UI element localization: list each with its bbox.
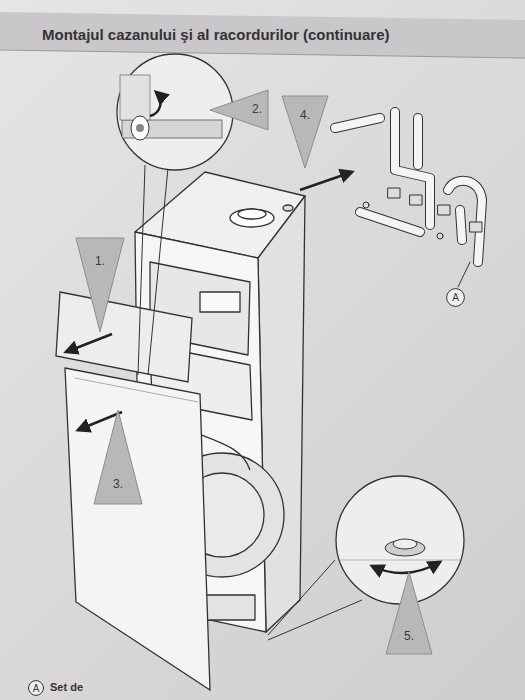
pointer-shape: [282, 96, 328, 168]
callout-number: 4.: [300, 109, 310, 122]
callout-letter: A: [28, 680, 44, 696]
connection-set: [335, 112, 482, 287]
panel-edge: [75, 378, 198, 402]
callout-pointer: 3.: [94, 410, 142, 504]
callout-pointer: 5.: [386, 572, 432, 654]
callout-number: 2.: [252, 103, 262, 116]
front-panel: [65, 368, 210, 690]
page-title: Montajul cazanului şi al racordurilor (c…: [42, 26, 390, 43]
callout-number: 1.: [95, 255, 105, 268]
callout-number: A: [33, 683, 40, 694]
title-rule: [0, 50, 525, 58]
callout-number: 3.: [113, 478, 123, 491]
move-arrows: [66, 172, 352, 430]
detail-circle: [268, 476, 464, 640]
detail-circle: [117, 54, 233, 375]
callout-pointer: 1.: [76, 238, 124, 332]
cover-panel: [56, 292, 192, 382]
callout-number: A: [452, 292, 459, 303]
legend-text: Set de: [50, 681, 83, 693]
callout-pointer: 4.: [282, 96, 328, 168]
callout-letter: A: [446, 288, 465, 307]
pointer-shape: [76, 238, 124, 332]
callout-number: 5.: [404, 630, 414, 643]
callout-pointer: 2.: [210, 90, 268, 130]
title-band: [0, 12, 525, 58]
